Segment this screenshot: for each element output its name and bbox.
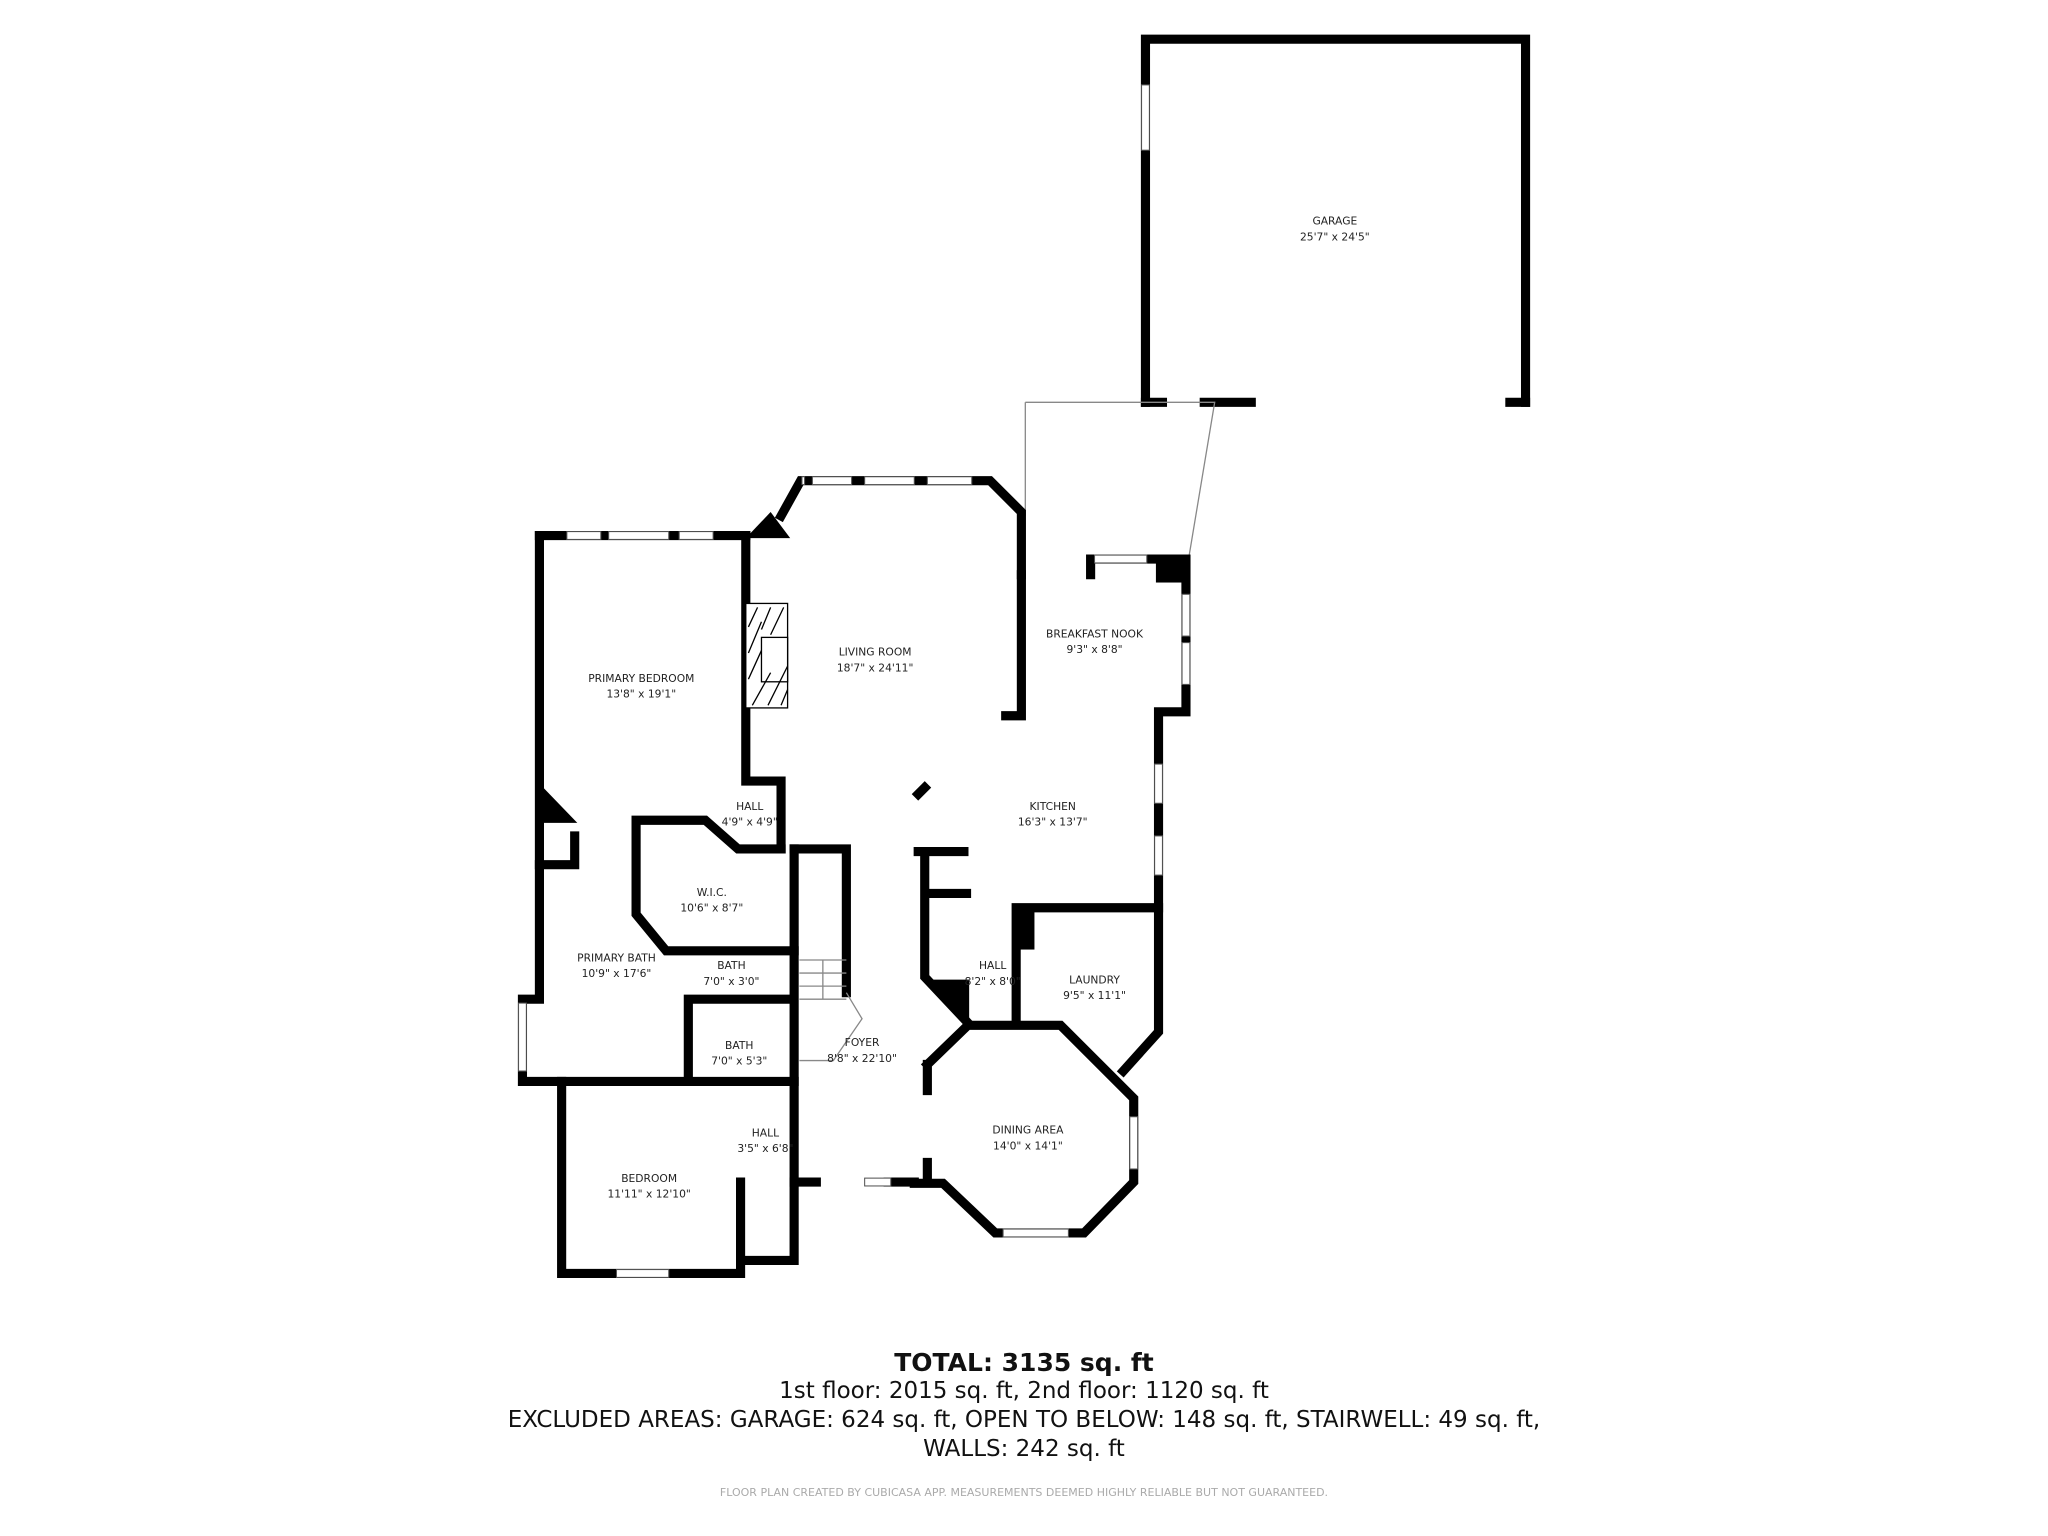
room-label-primary-bath: PRIMARY BATH 10'9" x 17'6" [577, 951, 656, 980]
room-name: BATH [717, 959, 745, 972]
room-name: LIVING ROOM [839, 646, 912, 659]
room-label-kitchen: KITCHEN 16'3" x 13'7" [1018, 800, 1088, 829]
floor-areas: 1st floor: 2015 sq. ft, 2nd floor: 1120 … [779, 1378, 1269, 1404]
room-label-living-room: LIVING ROOM 18'7" x 24'11" [837, 646, 914, 675]
room-name: HALL [752, 1126, 779, 1139]
room-label-garage: GARAGE 25'7" x 24'5" [1300, 215, 1370, 244]
room-label-wic: W.I.C. 10'6" x 8'7" [680, 886, 743, 915]
room-size: 7'0" x 3'0" [703, 975, 759, 988]
room-label-bath-1: BATH 7'0" x 3'0" [703, 959, 759, 988]
disclaimer-footer: FLOOR PLAN CREATED BY CUBICASA APP. MEAS… [719, 1486, 1329, 1499]
walls-area: WALLS: 242 sq. ft [923, 1436, 1125, 1462]
room-name: FOYER [845, 1036, 880, 1049]
room-label-bath-2: BATH 7'0" x 5'3" [711, 1039, 767, 1068]
room-name: W.I.C. [697, 886, 727, 899]
room-label-hall-1: HALL 4'9" x 4'9" [722, 800, 778, 829]
room-size: 8'2" x 8'0" [965, 975, 1021, 988]
room-label-foyer: FOYER 8'8" x 22'10" [827, 1036, 897, 1065]
room-size: 11'11" x 12'10" [607, 1188, 690, 1201]
room-label-hall-2: HALL 8'2" x 8'0" [965, 959, 1021, 988]
fireplace [745, 602, 789, 709]
room-name: GARAGE [1312, 215, 1357, 228]
main-walls [741, 476, 1191, 1238]
room-size: 8'8" x 22'10" [827, 1052, 897, 1065]
room-name: PRIMARY BEDROOM [588, 672, 694, 685]
room-name: HALL [979, 959, 1006, 972]
room-size: 14'0" x 14'1" [993, 1139, 1063, 1152]
room-label-bedroom: BEDROOM 11'11" x 12'10" [607, 1172, 690, 1201]
room-size: 13'8" x 19'1" [606, 687, 676, 700]
excluded-areas: EXCLUDED AREAS: GARAGE: 624 sq. ft, OPEN… [507, 1407, 1541, 1433]
room-name: BREAKFAST NOOK [1046, 627, 1144, 640]
room-name: HALL [736, 800, 763, 813]
room-size: 7'0" x 5'3" [711, 1054, 767, 1067]
room-size: 3'5" x 6'8" [737, 1142, 793, 1155]
room-name: KITCHEN [1030, 800, 1076, 813]
room-label-dining-area: DINING AREA 14'0" x 14'1" [992, 1124, 1064, 1153]
room-label-hall-3: HALL 3'5" x 6'8" [737, 1126, 793, 1155]
room-label-breakfast-nook: BREAKFAST NOOK 9'3" x 8'8" [1046, 627, 1144, 656]
room-size: 10'6" x 8'7" [680, 902, 743, 915]
room-label-primary-bedroom: PRIMARY BEDROOM 13'8" x 19'1" [588, 672, 694, 701]
room-name: DINING AREA [992, 1124, 1064, 1137]
room-size: 18'7" x 24'11" [837, 661, 914, 674]
room-name: BEDROOM [621, 1172, 677, 1185]
room-size: 25'7" x 24'5" [1300, 230, 1370, 243]
room-size: 9'5" x 11'1" [1063, 989, 1126, 1002]
room-label-laundry: LAUNDRY 9'5" x 11'1" [1063, 974, 1126, 1003]
room-name: LAUNDRY [1069, 974, 1120, 987]
room-size: 9'3" x 8'8" [1066, 643, 1122, 656]
room-name: PRIMARY BATH [577, 951, 656, 964]
room-size: 10'9" x 17'6" [582, 967, 652, 980]
patio-outline [1024, 401, 1216, 560]
room-name: BATH [725, 1039, 753, 1052]
left-wing-walls [517, 530, 863, 1279]
room-size: 4'9" x 4'9" [722, 815, 778, 828]
total-area: TOTAL: 3135 sq. ft [894, 1348, 1154, 1377]
room-size: 16'3" x 13'7" [1018, 815, 1088, 828]
